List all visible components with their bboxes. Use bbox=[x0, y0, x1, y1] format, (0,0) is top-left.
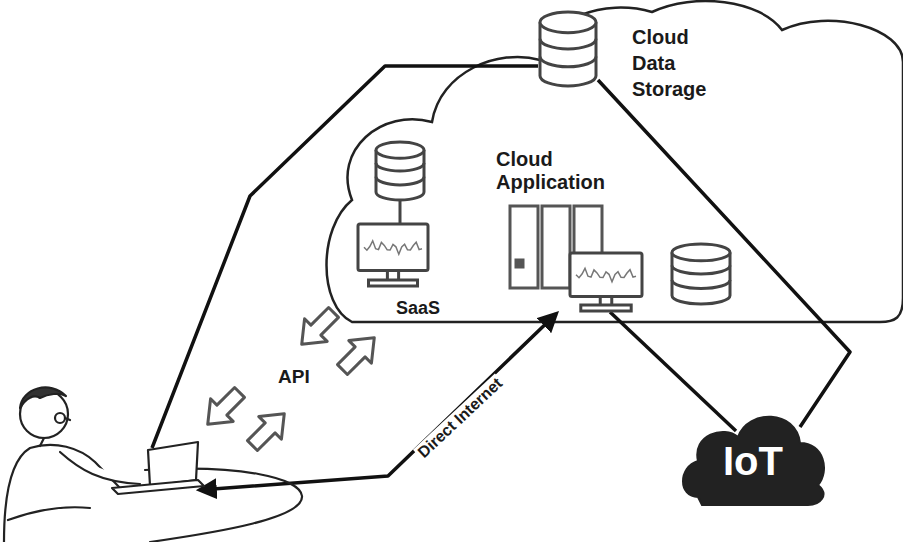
node-icon bbox=[352, 140, 612, 340]
person-figure bbox=[4, 387, 302, 542]
api-label: API bbox=[276, 366, 312, 388]
node-label: Cloud Application bbox=[496, 148, 605, 194]
node-icon bbox=[678, 395, 903, 542]
connector-line bbox=[610, 312, 736, 431]
iot-node: IoT bbox=[678, 395, 828, 510]
node-label: SaaS bbox=[396, 298, 440, 320]
connection-label: Direct Internet bbox=[413, 373, 508, 463]
node-label: Cloud Data Storage bbox=[632, 24, 706, 102]
cloud-outline bbox=[327, 1, 903, 322]
node-label: IoT bbox=[678, 439, 828, 483]
saas-node: SaaS bbox=[352, 140, 452, 325]
storage-node: Cloud Data Storage bbox=[540, 8, 712, 106]
api-arrows bbox=[196, 301, 385, 457]
application-node: Cloud Application bbox=[490, 148, 740, 318]
direct-internet-arrow bbox=[200, 314, 556, 490]
